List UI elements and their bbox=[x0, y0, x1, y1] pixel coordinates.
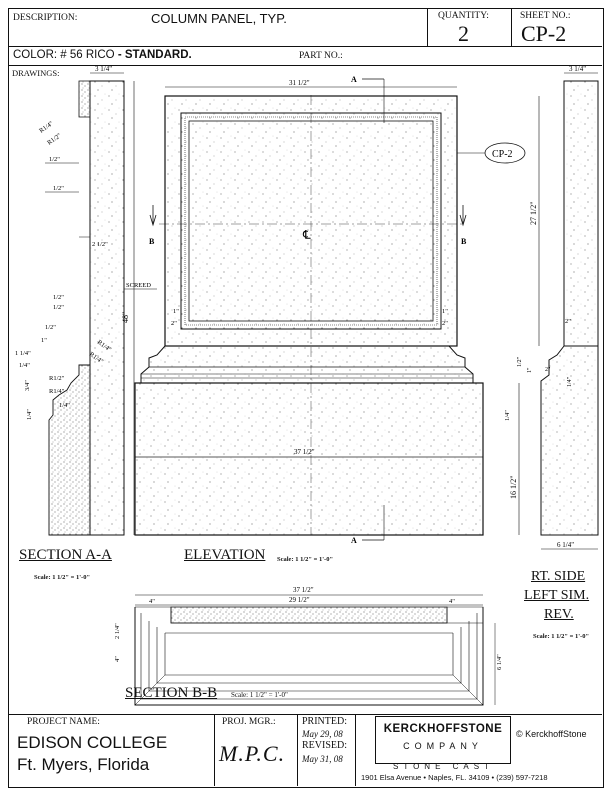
pm-value: M.P.C. bbox=[219, 741, 286, 766]
right-side-d-14b: 1/4" bbox=[567, 376, 573, 387]
section-aa-height: 48" bbox=[121, 312, 130, 323]
section-aa-d1: 1/2" bbox=[49, 156, 60, 163]
section-aa-drawing: 3 1/4" R1/4" R1/2" 1/2" 1/2" 2 1/2" SCRE… bbox=[15, 65, 157, 536]
right-side-d-1a: 1/2" bbox=[517, 356, 523, 367]
header-divider bbox=[9, 46, 602, 47]
elevation-scale: Scale: 1 1/2" = 1'-0" bbox=[277, 556, 334, 563]
elevation-arrow-a-top: A bbox=[351, 75, 357, 84]
project-label: PROJECT NAME: bbox=[27, 717, 100, 727]
section-aa-d4: 1/2" bbox=[53, 294, 64, 301]
right-side-title-2: LEFT SIM. bbox=[524, 588, 590, 603]
sheet-divider bbox=[511, 9, 512, 46]
section-aa-d11: 1/4" bbox=[59, 402, 70, 409]
right-side-d2: 2" bbox=[565, 318, 571, 325]
project-name: EDISON COLLEGE bbox=[17, 733, 168, 752]
color-suffix: - STANDARD. bbox=[117, 49, 192, 61]
titleblock-col2 bbox=[297, 714, 298, 786]
drawing-area: 3 1/4" R1/4" R1/2" 1/2" 1/2" 2 1/2" SCRE… bbox=[15, 65, 599, 706]
quantity-label: QUANTITY: bbox=[438, 11, 489, 21]
section-aa-r1: R1/4" bbox=[38, 120, 55, 135]
section-aa-d5: 1/2" bbox=[53, 304, 64, 311]
right-side-drawing: 3 1/4" 27 1/2" 2" 1/2" 1" 2" 1/4" 1/4" 1… bbox=[504, 65, 599, 550]
drawings-label: DRAWINGS: bbox=[12, 68, 60, 78]
elevation-d-right-2: 2" bbox=[442, 320, 448, 327]
section-aa-r6: R1/4" bbox=[49, 388, 65, 395]
sheet-value: CP-2 bbox=[521, 21, 567, 46]
sheet-label: SHEET NO.: bbox=[520, 11, 571, 21]
elevation-arrow-a-bottom: A bbox=[351, 536, 357, 545]
section-bb-left-4: 4" bbox=[149, 598, 155, 605]
elevation-arrow-b-right: B bbox=[461, 237, 467, 246]
elevation-d-left-2: 2" bbox=[171, 320, 177, 327]
company-name: KERCKHOFFSTONE bbox=[383, 723, 503, 735]
right-side-bottom-dim: 6 1/4" bbox=[557, 541, 574, 549]
drawing-sheet: DESCRIPTION: COLUMN PANEL, TYP. QUANTITY… bbox=[8, 8, 604, 788]
section-aa-d12: 1/4" bbox=[26, 409, 33, 420]
right-side-height-upper: 27 1/2" bbox=[529, 202, 538, 226]
color-label: COLOR: # 56 RICO bbox=[13, 49, 115, 61]
quantity-value: 2 bbox=[458, 21, 469, 46]
revised-label: REVISED: bbox=[302, 740, 347, 751]
section-aa-r2: R1/2" bbox=[46, 132, 63, 147]
right-side-title-3: REV. bbox=[544, 607, 574, 622]
project-location: Ft. Myers, Florida bbox=[17, 755, 150, 774]
color-row: COLOR: # 56 RICO - STANDARD. bbox=[13, 49, 192, 61]
elevation-callout: CP-2 bbox=[492, 149, 513, 160]
right-side-top-dim: 3 1/4" bbox=[569, 65, 586, 73]
description-value: COLUMN PANEL, TYP. bbox=[151, 11, 287, 26]
pm-label: PROJ. MGR.: bbox=[222, 717, 276, 727]
section-aa-d3: 2 1/2" bbox=[92, 241, 108, 248]
section-bb-width-total: 37 1/2" bbox=[293, 586, 314, 594]
stone-cast: STONE CAST bbox=[393, 762, 494, 771]
color-divider bbox=[9, 65, 602, 66]
section-bb-title: SECTION B-B bbox=[125, 685, 218, 701]
right-side-scale: Scale: 1 1/2" = 1'-0" bbox=[533, 633, 590, 640]
titleblock-col3 bbox=[355, 714, 356, 786]
section-aa-r5: R1/2" bbox=[49, 375, 65, 382]
section-aa-d7: 1" bbox=[41, 337, 47, 344]
section-aa-screed: SCREED bbox=[126, 282, 151, 289]
elevation-d-right-1: 1" bbox=[442, 308, 448, 315]
company-logo: KERCKHOFFSTONE COMPANY bbox=[375, 716, 511, 764]
elevation-arrow-b-left: B bbox=[149, 237, 155, 246]
elevation-d-left-1: 1" bbox=[173, 308, 179, 315]
copyright: © KerckhoffStone bbox=[516, 729, 587, 739]
section-aa-d8: 1 1/4" bbox=[15, 350, 31, 357]
titleblock-divider bbox=[9, 714, 602, 715]
section-aa-d2: 1/2" bbox=[53, 185, 64, 192]
company-address: 1901 Elsa Avenue • Naples, FL. 34109 • (… bbox=[361, 773, 548, 782]
right-side-height-lower: 16 1/2" bbox=[509, 476, 518, 500]
section-aa-d9: 1/4" bbox=[19, 362, 30, 369]
section-aa-d6: 1/2" bbox=[45, 324, 56, 331]
section-aa-title: SECTION A-A bbox=[19, 547, 112, 563]
elevation-width-base: 37 1/2" bbox=[294, 448, 315, 456]
printed-label: PRINTED: bbox=[302, 716, 347, 727]
titleblock-col1 bbox=[214, 714, 215, 786]
section-aa-scale: Scale: 1 1/2" = 1'-0" bbox=[34, 574, 91, 581]
revised-value: May 31, 08 bbox=[302, 754, 343, 764]
section-aa-d10: 3/4" bbox=[24, 380, 31, 391]
right-side-title-1: RT. SIDE bbox=[531, 569, 586, 584]
printed-value: May 29, 08 bbox=[302, 729, 343, 739]
section-bb-right-4: 4" bbox=[449, 598, 455, 605]
section-bb-right-h: 6 1/4" bbox=[496, 654, 503, 670]
elevation-centerline: ℄ bbox=[302, 228, 311, 242]
section-bb-drawing: 37 1/2" 4" 4" 29 1/2" 2 1/4" 4" 6 1/4" bbox=[114, 586, 503, 706]
company-sub: COMPANY bbox=[403, 741, 483, 751]
right-side-d-2b: 2" bbox=[545, 367, 551, 373]
section-bb-width-inner: 29 1/2" bbox=[289, 596, 310, 604]
part-label: PART NO.: bbox=[299, 51, 343, 61]
section-aa-top-dim: 3 1/4" bbox=[95, 65, 112, 73]
quantity-divider bbox=[427, 9, 428, 46]
elevation-drawing: 31 1/2" A A B B ℄ CP-2 1" 2" 1" 2" bbox=[134, 75, 526, 545]
elevation-width-top: 31 1/2" bbox=[289, 79, 310, 87]
section-bb-left-h1: 2 1/4" bbox=[114, 623, 121, 639]
elevation-title: ELEVATION bbox=[184, 547, 266, 563]
description-label: DESCRIPTION: bbox=[13, 13, 78, 23]
section-bb-scale: Scale: 1 1/2" = 1'-0" bbox=[231, 691, 288, 699]
right-side-d-14: 1/4" bbox=[504, 410, 511, 421]
section-bb-left-h2: 4" bbox=[114, 656, 121, 662]
right-side-d-1b: 1" bbox=[527, 367, 533, 373]
